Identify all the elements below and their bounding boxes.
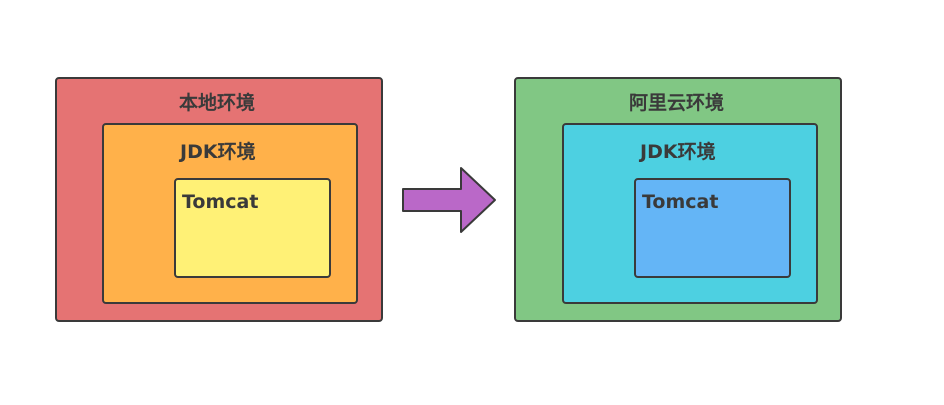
local-tomcat-label: Tomcat [182, 191, 259, 213]
cloud-tomcat-box [634, 178, 791, 278]
right-arrow-icon [402, 167, 496, 233]
local-jdk-label: JDK环境 [180, 141, 256, 163]
cloud-tomcat-label: Tomcat [642, 191, 719, 213]
cloud-jdk-label: JDK环境 [640, 141, 716, 163]
local-tomcat-box [174, 178, 331, 278]
cloud-env-label: 阿里云环境 [629, 92, 725, 114]
local-env-label: 本地环境 [179, 92, 256, 114]
